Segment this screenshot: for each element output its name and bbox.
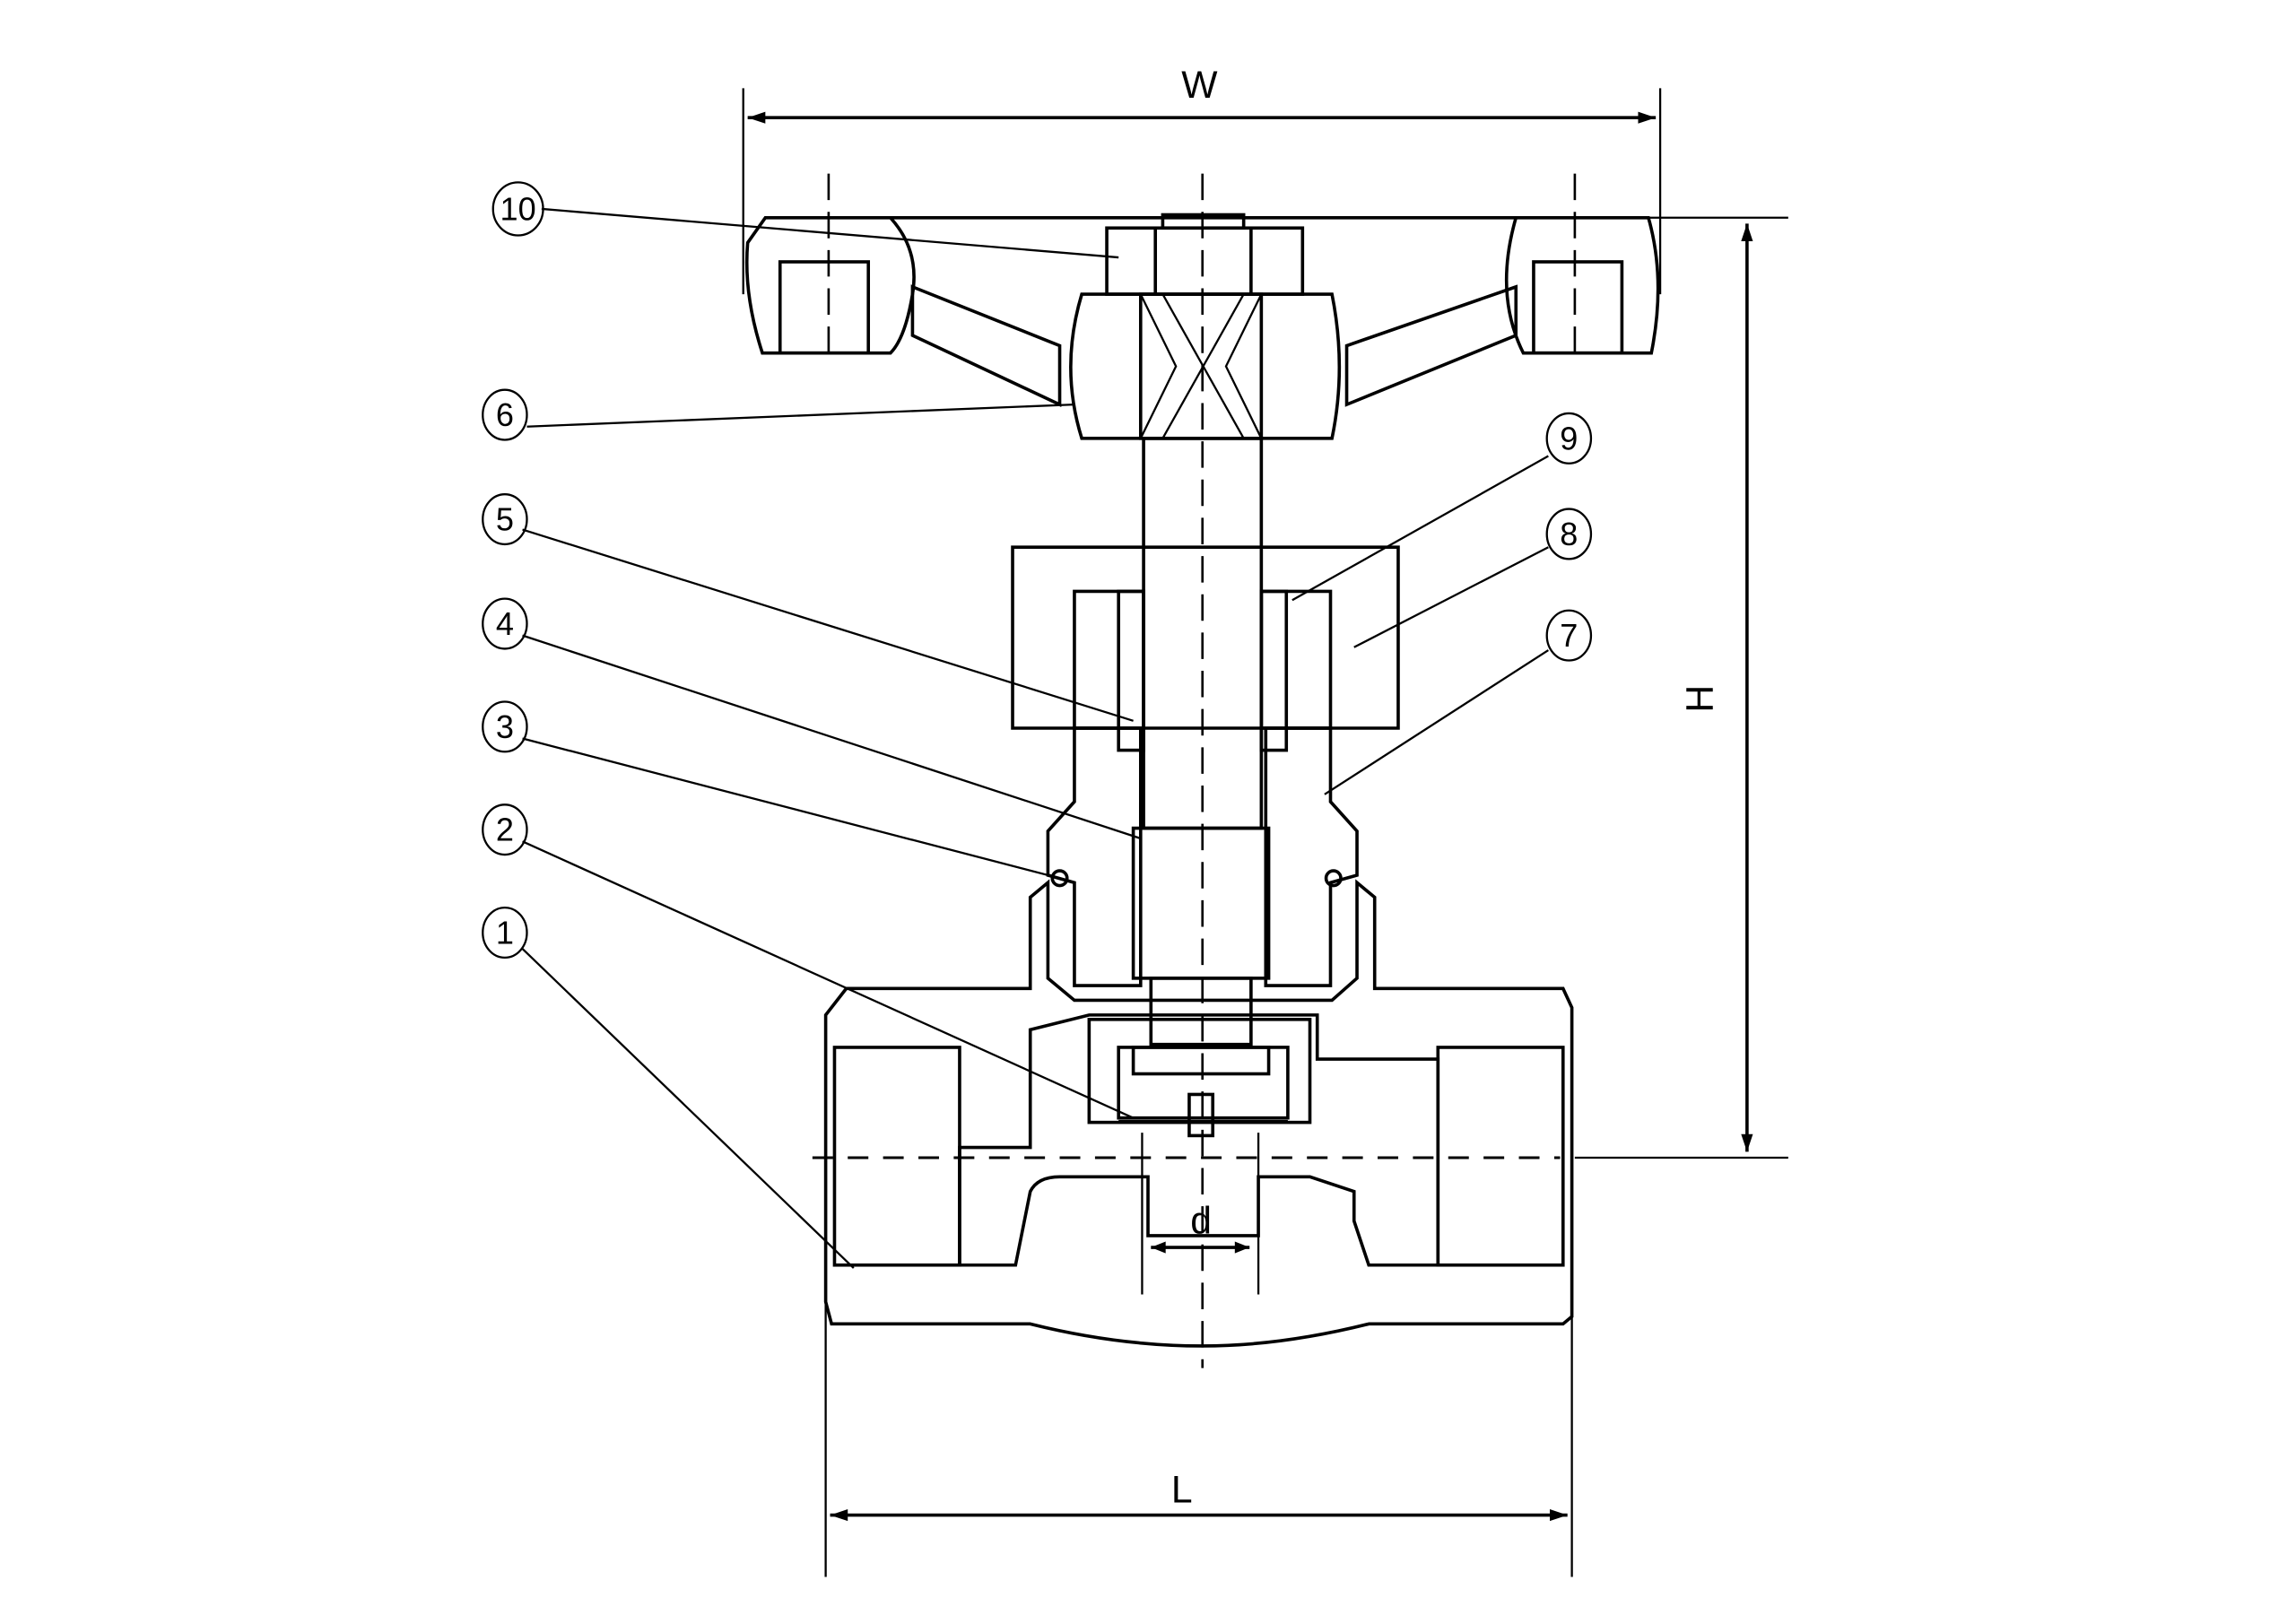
stem — [1131, 437, 1271, 1046]
balloon-6: 6 — [482, 388, 528, 441]
svg-text:10: 10 — [500, 190, 536, 227]
dimension-h: H — [1530, 216, 1788, 1159]
dimension-l-label: L — [1171, 1469, 1193, 1512]
dimension-l: L — [824, 1294, 1573, 1577]
balloon-7: 7 — [1545, 609, 1593, 662]
balloon-10: 10 — [491, 181, 544, 237]
svg-text:7: 7 — [1560, 617, 1578, 654]
svg-text:6: 6 — [496, 396, 514, 433]
balloon-1: 1 — [482, 906, 528, 960]
svg-text:1: 1 — [496, 915, 514, 951]
valve-body: d — [823, 879, 1574, 1348]
svg-text:3: 3 — [496, 708, 514, 745]
svg-text:4: 4 — [496, 605, 514, 642]
bonnet — [1046, 726, 1359, 987]
dimension-h-label: H — [1678, 685, 1721, 713]
packing-nut — [1011, 545, 1400, 752]
balloon-3: 3 — [482, 700, 528, 753]
balloon-9: 9 — [1545, 412, 1593, 465]
svg-text:8: 8 — [1560, 516, 1578, 552]
svg-text:2: 2 — [496, 812, 514, 848]
dimension-w: W — [742, 64, 1662, 295]
dimension-w-label: W — [1181, 64, 1218, 107]
handwheel — [744, 173, 1660, 440]
svg-text:9: 9 — [1560, 420, 1578, 456]
balloon-5: 5 — [482, 493, 528, 546]
dimension-d-label: d — [1190, 1200, 1212, 1243]
leader-lines — [521, 207, 1549, 1269]
balloon-2: 2 — [482, 803, 528, 856]
balloon-4: 4 — [482, 597, 528, 650]
svg-text:5: 5 — [496, 501, 514, 538]
balloon-8: 8 — [1545, 508, 1593, 560]
